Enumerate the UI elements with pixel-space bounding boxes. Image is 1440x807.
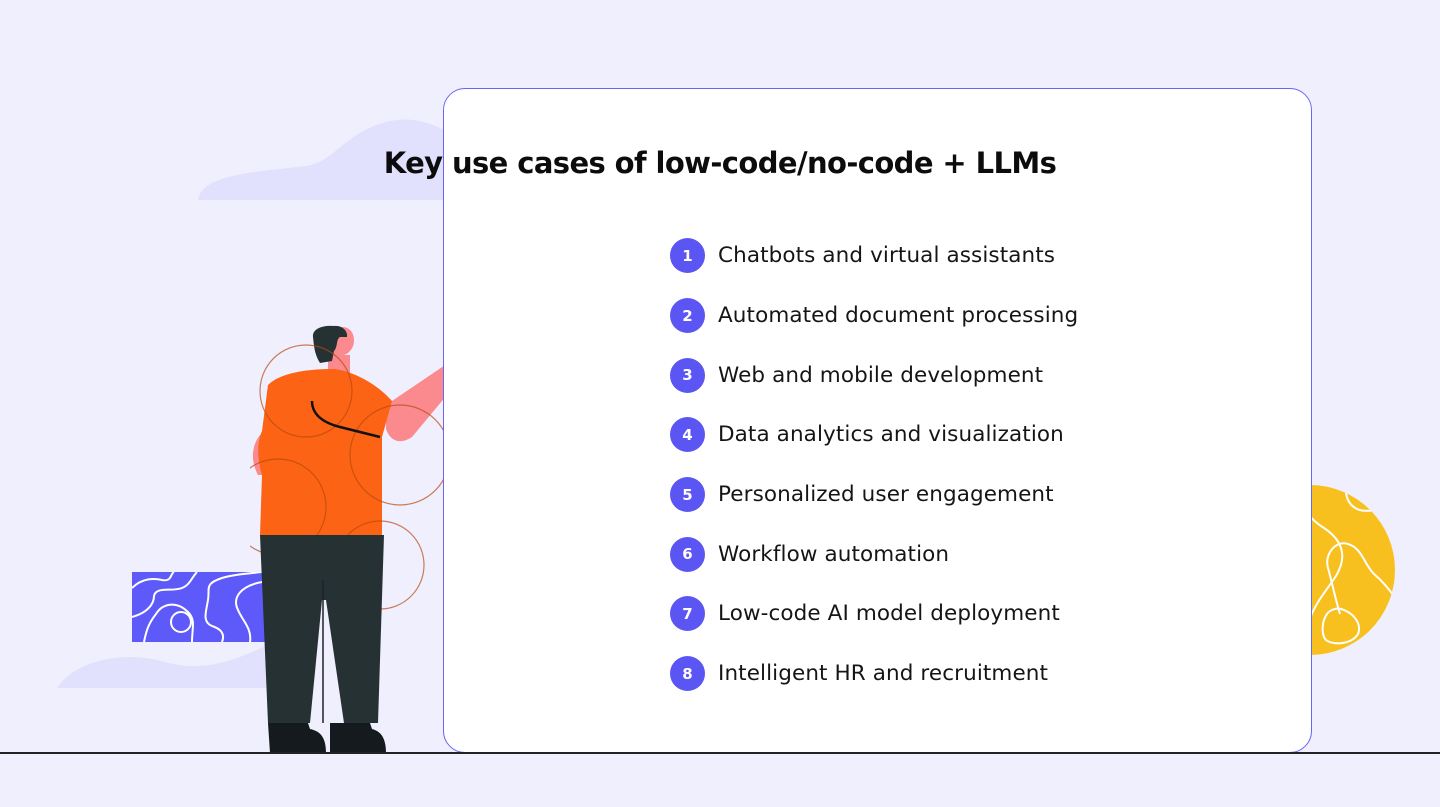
cloud-icon: [198, 119, 456, 200]
list-item: 2 Automated document processing: [670, 290, 1078, 350]
number-badge: 2: [670, 298, 705, 334]
list-item: 1 Chatbots and virtual assistants: [670, 230, 1078, 290]
list-item-label: Low-code AI model deployment: [718, 601, 1060, 627]
list-item-label: Personalized user engagement: [718, 482, 1054, 508]
list-item-label: Automated document processing: [718, 303, 1079, 329]
list-item-label: Data analytics and visualization: [718, 422, 1064, 448]
list-item-label: Web and mobile development: [718, 362, 1044, 388]
list-item: 3 Web and mobile development: [670, 349, 1078, 409]
list-item: 7 Low-code AI model deployment: [670, 588, 1078, 648]
number-badge: 1: [670, 238, 705, 274]
number-badge: 7: [670, 596, 705, 632]
topographic-block-icon: [132, 572, 267, 642]
ground-line: [0, 752, 1440, 754]
list-item-label: Intelligent HR and recruitment: [718, 661, 1049, 687]
list-item: 8 Intelligent HR and recruitment: [670, 648, 1078, 708]
number-badge: 3: [670, 357, 705, 393]
use-cases-list: 1 Chatbots and virtual assistants 2 Auto…: [670, 230, 1078, 708]
number-badge: 6: [670, 536, 705, 572]
number-badge: 4: [670, 417, 705, 453]
number-badge: 5: [670, 477, 705, 513]
list-item-label: Workflow automation: [718, 541, 950, 567]
number-badge: 8: [670, 656, 705, 692]
card-title: Key use cases of low-code/no-code + LLMs: [383, 146, 1057, 180]
list-item-label: Chatbots and virtual assistants: [718, 243, 1056, 269]
list-item: 6 Workflow automation: [670, 528, 1078, 588]
list-item: 4 Data analytics and visualization: [670, 409, 1078, 469]
cloud-icon: [57, 640, 295, 688]
use-cases-card: [443, 88, 1312, 753]
list-item: 5 Personalized user engagement: [670, 469, 1078, 529]
